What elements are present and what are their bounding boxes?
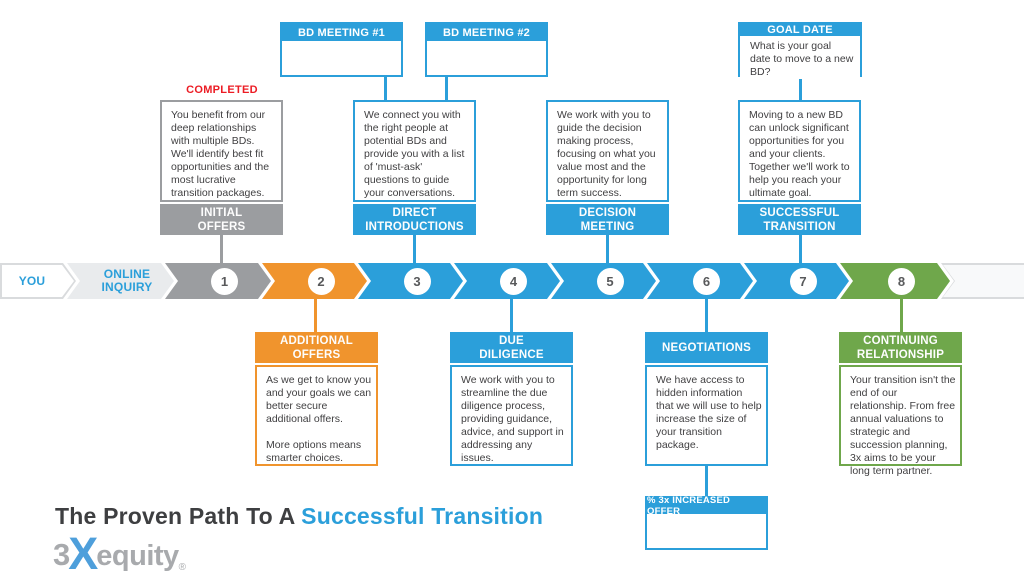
completed-label: COMPLETED bbox=[186, 84, 258, 96]
timeline-step-7: 7 bbox=[744, 263, 849, 299]
connector-bd1-direct-introductions bbox=[384, 72, 387, 104]
negotiations-paragraph: We have access to hidden information tha… bbox=[656, 374, 762, 451]
logo-3: 3 bbox=[53, 537, 71, 572]
connector-step4-due-diligence bbox=[510, 295, 513, 337]
successful-transition-description: Moving to a new BD can unlock significan… bbox=[738, 100, 861, 202]
additional-offers-title: ADDITIONAL OFFERS bbox=[255, 332, 378, 363]
continuing-relationship-title: CONTINUING RELATIONSHIP bbox=[839, 332, 962, 363]
connector-step2-additional-offers bbox=[314, 295, 317, 337]
timeline-chevron-you: YOU bbox=[0, 263, 76, 299]
timeline-step-3: 3 bbox=[358, 263, 463, 299]
bd-meeting-2-note-area bbox=[427, 41, 546, 75]
increased-offer-title: % 3x INCREASED OFFER bbox=[647, 495, 766, 517]
continuing-relationship-paragraph: Your transition isn't the end of our rel… bbox=[850, 374, 956, 477]
connector-initial-offers-step1 bbox=[220, 228, 223, 268]
increased-offer-box: % 3x INCREASED OFFER bbox=[645, 495, 768, 550]
step-number: 5 bbox=[597, 268, 624, 295]
connector-step8-continuing-relationship bbox=[900, 295, 903, 337]
registered-mark-icon: ® bbox=[178, 562, 187, 573]
connector-goal-date-successful-transition bbox=[799, 72, 802, 104]
bd-meeting-1-note-area bbox=[282, 41, 401, 75]
due-diligence-paragraph: We work with you to streamline the due d… bbox=[461, 374, 564, 464]
direct-introductions-title: DIRECT INTRODUCTIONS bbox=[353, 204, 476, 235]
connector-step6-negotiations bbox=[705, 295, 708, 337]
initial-offers-title: INITIAL OFFERS bbox=[160, 204, 283, 235]
negotiations-description: We have access to hidden information tha… bbox=[645, 365, 768, 466]
connector-negotiations-increased-offer bbox=[705, 462, 708, 500]
decision-meeting-title: DECISION MEETING bbox=[546, 204, 669, 235]
continuing-relationship-description: Your transition isn't the end of our rel… bbox=[839, 365, 962, 477]
stage-continuing-relationship: CONTINUING RELATIONSHIP Your transition … bbox=[839, 332, 962, 477]
due-diligence-description: We work with you to streamline the due d… bbox=[450, 365, 573, 466]
step-number: 4 bbox=[500, 268, 527, 295]
online-inquiry-label: ONLINE INQUIRY bbox=[101, 267, 153, 294]
timeline-step-8: 8 bbox=[840, 263, 950, 299]
timeline-chevron-tail bbox=[941, 263, 1024, 299]
successful-transition-title: SUCCESSFUL TRANSITION bbox=[738, 204, 861, 235]
initial-offers-description: You benefit from our deep relationships … bbox=[160, 100, 283, 202]
goal-date-title: GOAL DATE bbox=[740, 24, 860, 36]
page-title: The Proven Path To A Successful Transiti… bbox=[55, 503, 543, 530]
bd-meeting-2-box: BD MEETING #2 bbox=[425, 22, 548, 77]
stage-decision-meeting: We work with you to guide the decision m… bbox=[546, 100, 669, 235]
step-number: 8 bbox=[888, 268, 915, 295]
you-label: YOU bbox=[18, 273, 46, 288]
bd-meeting-1-title: BD MEETING #1 bbox=[282, 24, 401, 41]
logo-x: X bbox=[68, 528, 99, 576]
due-diligence-title: DUE DILIGENCE bbox=[450, 332, 573, 363]
stage-successful-transition: Moving to a new BD can unlock significan… bbox=[738, 100, 861, 235]
connector-decision-meeting-step5 bbox=[606, 228, 609, 268]
logo-equity: equity bbox=[96, 540, 179, 572]
additional-offers-paragraph-1: As we get to know you and your goals we … bbox=[266, 374, 372, 425]
step-number: 1 bbox=[211, 268, 238, 295]
direct-introductions-description: We connect you with the right people at … bbox=[353, 100, 476, 202]
increased-offer-note-area bbox=[647, 514, 766, 548]
timeline-step-2: 2 bbox=[262, 263, 367, 299]
step-number: 7 bbox=[790, 268, 817, 295]
timeline-chevron-online-inquiry: ONLINE INQUIRY bbox=[67, 263, 174, 299]
step-number: 6 bbox=[693, 268, 720, 295]
connector-bd2-direct-introductions bbox=[445, 72, 448, 104]
step-number: 2 bbox=[308, 268, 335, 295]
stage-initial-offers: You benefit from our deep relationships … bbox=[160, 100, 283, 235]
decision-meeting-description: We work with you to guide the decision m… bbox=[546, 100, 669, 202]
timeline-step-5: 5 bbox=[551, 263, 656, 299]
stage-additional-offers: ADDITIONAL OFFERS As we get to know you … bbox=[255, 332, 378, 466]
stage-negotiations: NEGOTIATIONS We have access to hidden in… bbox=[645, 332, 768, 466]
stage-due-diligence: DUE DILIGENCE We work with you to stream… bbox=[450, 332, 573, 466]
goal-date-box: GOAL DATE What is your goal date to move… bbox=[738, 22, 862, 79]
bd-meeting-2-title: BD MEETING #2 bbox=[427, 24, 546, 41]
stage-direct-introductions: We connect you with the right people at … bbox=[353, 100, 476, 235]
page-title-accent: Successful Transition bbox=[301, 503, 544, 529]
connector-successful-transition-step7 bbox=[799, 228, 802, 268]
negotiations-title: NEGOTIATIONS bbox=[645, 332, 768, 363]
connector-direct-introductions-step3 bbox=[413, 228, 416, 268]
bd-meeting-1-box: BD MEETING #1 bbox=[280, 22, 403, 77]
brand-logo: 3Xequity® bbox=[53, 524, 186, 576]
page-title-dark: The Proven Path To A bbox=[55, 503, 302, 529]
goal-date-question: What is your goal date to move to a new … bbox=[740, 36, 860, 79]
timeline-step-4: 4 bbox=[454, 263, 560, 299]
step-number: 3 bbox=[404, 268, 431, 295]
additional-offers-description: As we get to know you and your goals we … bbox=[255, 365, 378, 466]
timeline-step-1: 1 bbox=[165, 263, 271, 299]
timeline-step-6: 6 bbox=[647, 263, 753, 299]
additional-offers-paragraph-2: More options means smarter choices. bbox=[266, 439, 362, 464]
